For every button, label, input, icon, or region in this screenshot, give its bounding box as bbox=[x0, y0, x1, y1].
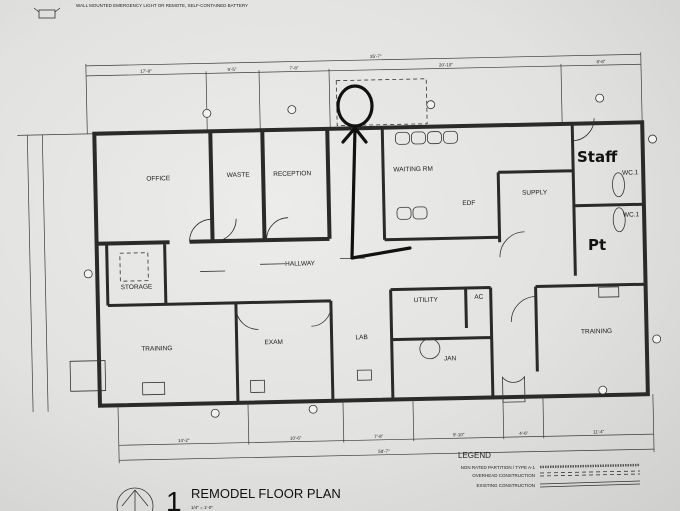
room-supply: SUPPLY bbox=[522, 189, 548, 197]
room-hallway: HALLWAY bbox=[285, 260, 316, 268]
handwritten-staff: Staff bbox=[577, 148, 618, 166]
handwritten-pt: Pt bbox=[588, 236, 606, 254]
legend-swatch-overhead bbox=[539, 470, 641, 477]
room-office: OFFICE bbox=[146, 175, 171, 183]
wall-tags bbox=[83, 93, 662, 418]
room-training-left: TRAINING bbox=[141, 345, 172, 353]
dim-bottom-6: 11'-4" bbox=[593, 429, 605, 434]
plan-group: 35'-7" 17'-8" 9'-5" 7'-8" 20'-10" 8'-8" bbox=[17, 52, 662, 464]
dim-bottom-3: 7'-8" bbox=[374, 434, 383, 439]
dim-top-1: 17'-8" bbox=[140, 69, 152, 74]
emergency-light-symbol bbox=[33, 7, 61, 19]
dim-top-4: 20'-10" bbox=[439, 62, 453, 67]
room-wc-pt: WC.1 bbox=[623, 211, 640, 218]
dim-bottom-2: 10'-6" bbox=[290, 435, 302, 440]
room-utility: UTILITY bbox=[414, 297, 439, 305]
dim-bottom-5: 4'-6" bbox=[519, 431, 528, 436]
room-wc-staff: WC.1 bbox=[622, 169, 639, 176]
room-reception: RECEPTION bbox=[273, 170, 311, 178]
title-block: 1 REMODEL FLOOR PLAN 1/4" = 1'-0" bbox=[116, 486, 341, 511]
waiting-chairs bbox=[395, 130, 458, 220]
handwritten-markup: Staff Pt bbox=[336, 84, 618, 260]
room-storage: STORAGE bbox=[121, 284, 153, 292]
legend-label-overhead: OVERHEAD CONSTRUCTION bbox=[472, 473, 535, 478]
room-waste: WASTE bbox=[227, 171, 251, 178]
handwritten-arrow bbox=[341, 126, 412, 260]
toilet-staff bbox=[612, 172, 625, 198]
room-lab: LAB bbox=[355, 334, 367, 341]
dim-bottom-overall: 58'-7" bbox=[378, 449, 390, 454]
sink-training bbox=[142, 381, 166, 396]
exterior-walls bbox=[92, 120, 650, 408]
hallway-flow-arrows bbox=[200, 257, 365, 272]
room-training-right: TRAINING bbox=[581, 328, 612, 336]
room-labels: OFFICE WASTE RECEPTION WAITING RM SUPPLY… bbox=[121, 166, 640, 363]
drawing-scale: 1/4" = 1'-0" bbox=[191, 505, 213, 510]
handwritten-circle bbox=[336, 84, 374, 128]
room-jan: JAN bbox=[444, 355, 457, 362]
exterior-pad bbox=[69, 360, 107, 392]
drawing-number: 1 bbox=[166, 486, 182, 511]
room-edf: EDF bbox=[462, 200, 475, 207]
dim-bottom-4: 9'-10" bbox=[453, 432, 465, 437]
legend-label-existing: EXISTING CONSTRUCTION bbox=[476, 483, 535, 488]
legend: LEGEND NON RATED PARTITION / TYPE A-1 OV… bbox=[458, 451, 641, 488]
dim-top-3: 7'-8" bbox=[289, 65, 298, 70]
doors bbox=[189, 118, 595, 403]
sink-training-right bbox=[598, 286, 620, 298]
sink-lab bbox=[356, 369, 372, 381]
water-heater bbox=[419, 338, 441, 360]
legend-title: LEGEND bbox=[458, 451, 491, 460]
interior-walls bbox=[96, 123, 646, 403]
top-dimensions: 35'-7" 17'-8" 9'-5" 7'-8" 20'-10" 8'-8" bbox=[85, 52, 643, 134]
legend-label-partition: NON RATED PARTITION / TYPE A-1 bbox=[461, 465, 536, 470]
room-exam: EXAM bbox=[264, 339, 283, 346]
toilet-pt bbox=[612, 207, 626, 233]
dim-top-2: 9'-5" bbox=[227, 67, 236, 72]
room-ac: AC bbox=[474, 294, 483, 301]
legend-swatch-existing bbox=[539, 480, 641, 488]
dim-top-5: 8'-8" bbox=[596, 59, 605, 64]
emergency-light-note: WALL MOUNTED EMERGENCY LIGHT OR REMOTE, … bbox=[76, 3, 248, 8]
drawing-title: REMODEL FLOOR PLAN bbox=[191, 486, 341, 501]
storage-unit bbox=[119, 252, 149, 282]
north-arrow-icon bbox=[116, 487, 154, 511]
dim-top-overall: 35'-7" bbox=[370, 54, 382, 59]
legend-swatch-partition bbox=[539, 463, 641, 469]
room-waiting: WAITING RM bbox=[393, 166, 433, 174]
dim-bottom-1: 14'-2" bbox=[178, 438, 190, 443]
bottom-dimensions: 14'-2" 10'-6" 7'-8" 9'-10" 4'-6" 11'-4" … bbox=[117, 394, 655, 464]
sink-exam bbox=[250, 379, 266, 393]
